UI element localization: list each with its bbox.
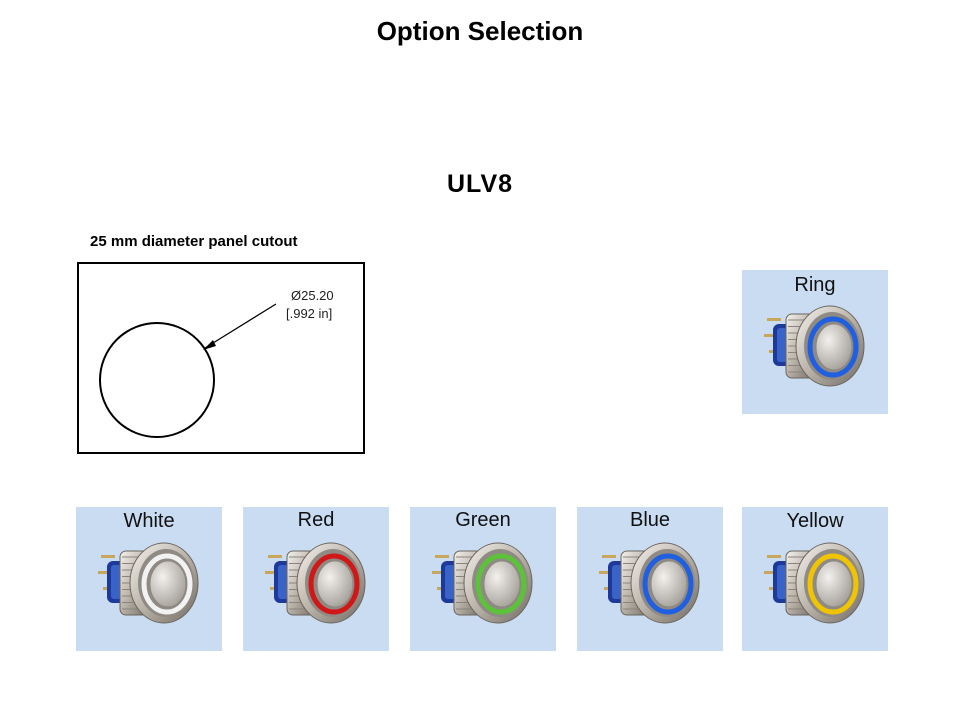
option-label-green: Green: [455, 509, 511, 531]
option-label-red: Red: [297, 509, 335, 531]
dimension-arrow: [203, 340, 216, 350]
dimension-mm: Ø25.20: [291, 288, 334, 303]
product-name: ULV8: [446, 170, 514, 198]
option-label-ring: Ring: [794, 274, 836, 296]
option-tile-red[interactable]: Red: [243, 507, 389, 651]
option-tile-blue[interactable]: Blue: [577, 507, 723, 651]
option-tile-yellow[interactable]: Yellow: [742, 507, 888, 651]
dimension-leader: [204, 303, 277, 349]
red-button-image: [265, 542, 366, 624]
blue-button-image: [599, 542, 700, 624]
cutout-circle: [99, 322, 215, 438]
option-label-white: White: [123, 510, 175, 532]
ring-button-image: [764, 305, 865, 387]
cutout-diagram-svg: Ø25.20 [.992 in]: [99, 288, 334, 438]
push-button-icon: [599, 542, 700, 624]
led-ring: [807, 553, 859, 615]
push-button-icon: [265, 542, 366, 624]
led-ring: [475, 553, 527, 615]
option-tile-green[interactable]: Green: [410, 507, 556, 651]
yellow-button-image: [764, 542, 865, 624]
push-button-icon: [764, 305, 865, 387]
led-ring: [141, 553, 193, 615]
green-button-image: [432, 542, 533, 624]
led-ring: [308, 553, 360, 615]
push-button-icon: [432, 542, 533, 624]
white-button-image: [98, 542, 199, 624]
option-label-yellow: Yellow: [786, 510, 844, 532]
push-button-icon: [764, 542, 865, 624]
slide-title: Option Selection: [376, 16, 584, 46]
cutout-drawing: Ø25.20 [.992 in]: [77, 262, 365, 454]
option-label-blue: Blue: [629, 509, 671, 531]
cutout-label: 25 mm diameter panel cutout: [90, 233, 298, 250]
led-ring: [807, 316, 859, 378]
push-button-icon: [98, 542, 199, 624]
led-ring: [642, 553, 694, 615]
option-tile-ring[interactable]: Ring: [742, 270, 888, 414]
option-tile-white[interactable]: White: [76, 507, 222, 651]
dimension-in: [.992 in]: [286, 306, 332, 321]
